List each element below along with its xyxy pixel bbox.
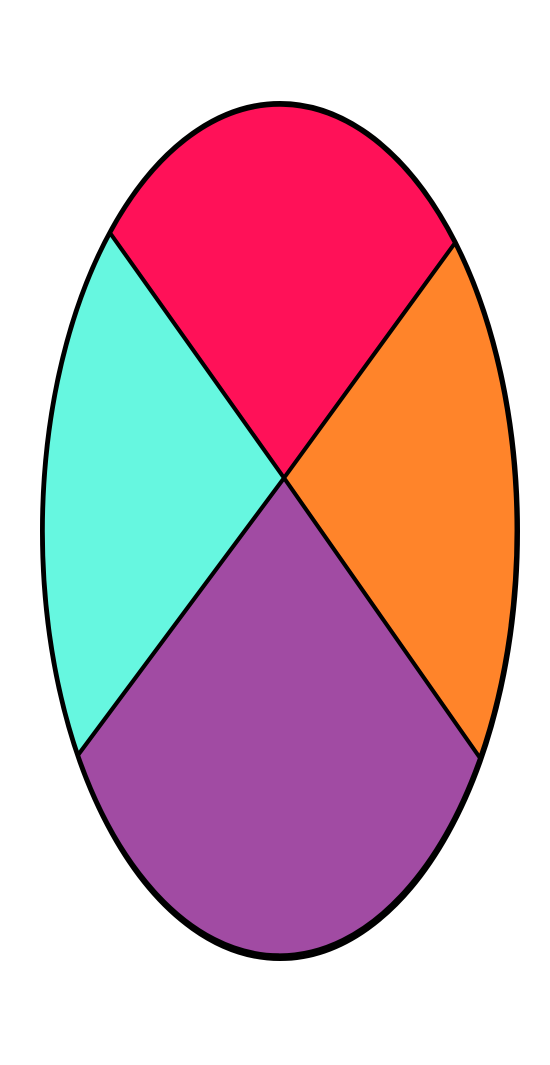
- sector-group: [40, 102, 519, 958]
- oval-outline: [40, 101, 520, 961]
